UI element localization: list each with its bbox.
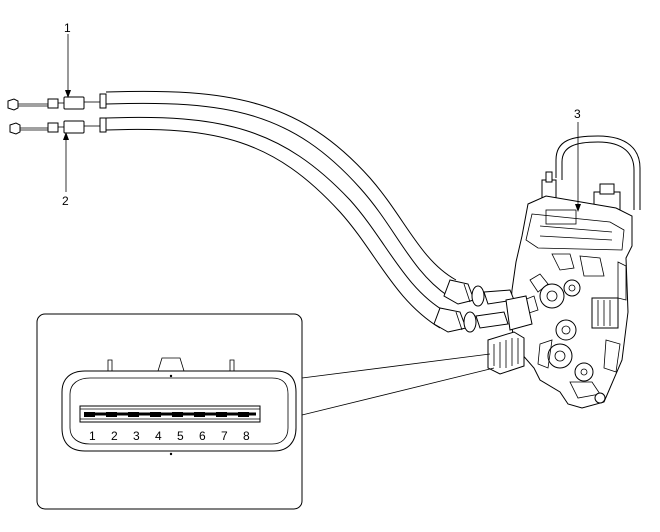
pin-number: 3 (133, 429, 140, 443)
callout-3-label: 3 (574, 107, 581, 121)
pin-number: 5 (177, 429, 184, 443)
callout-1-label: 1 (64, 21, 71, 35)
callout-3: 3 (574, 107, 581, 212)
latch-connector (487, 331, 525, 375)
connector-detail-view: 1 2 3 4 5 6 7 8 (36, 313, 495, 510)
cable-1 (7, 90, 485, 307)
door-latch-assembly (475, 135, 641, 409)
callout-1: 1 (64, 21, 71, 98)
cable-2 (9, 116, 477, 333)
pin-number: 4 (155, 429, 162, 443)
pin-number: 7 (221, 429, 228, 443)
callout-2: 2 (62, 132, 69, 208)
pin-number: 2 (111, 429, 118, 443)
pin-number: 1 (89, 429, 96, 443)
pin-number: 6 (199, 429, 206, 443)
pin-number: 8 (243, 429, 250, 443)
callout-2-label: 2 (62, 194, 69, 208)
